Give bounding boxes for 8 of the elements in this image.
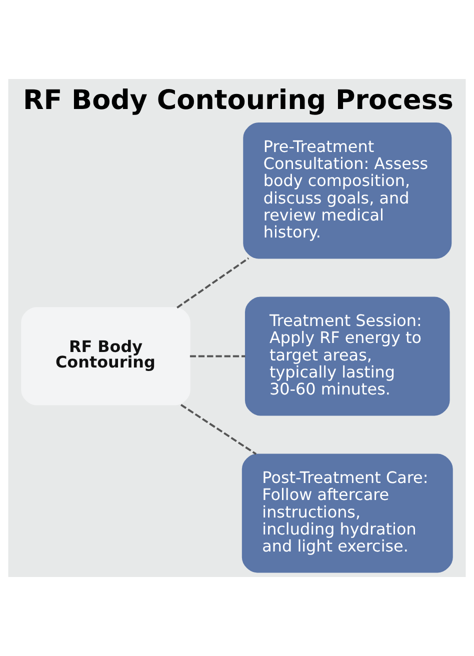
connector xyxy=(190,355,246,358)
node-box: Pre-Treatment Consultation: Assess body composition, discuss goals, and review medical history. xyxy=(243,122,452,259)
node-box: Post-Treatment Care: Follow aftercare instructions, including hydration and light exercise. xyxy=(242,454,453,573)
connector xyxy=(180,404,257,455)
connector xyxy=(176,257,250,308)
node-box: RF Body Contouring xyxy=(21,307,190,406)
diagram-title: RF Body Contouring Process xyxy=(22,85,454,116)
node-box: Treatment Session: Apply RF energy to target areas, typically lasting 30-60 minutes. xyxy=(244,296,450,416)
